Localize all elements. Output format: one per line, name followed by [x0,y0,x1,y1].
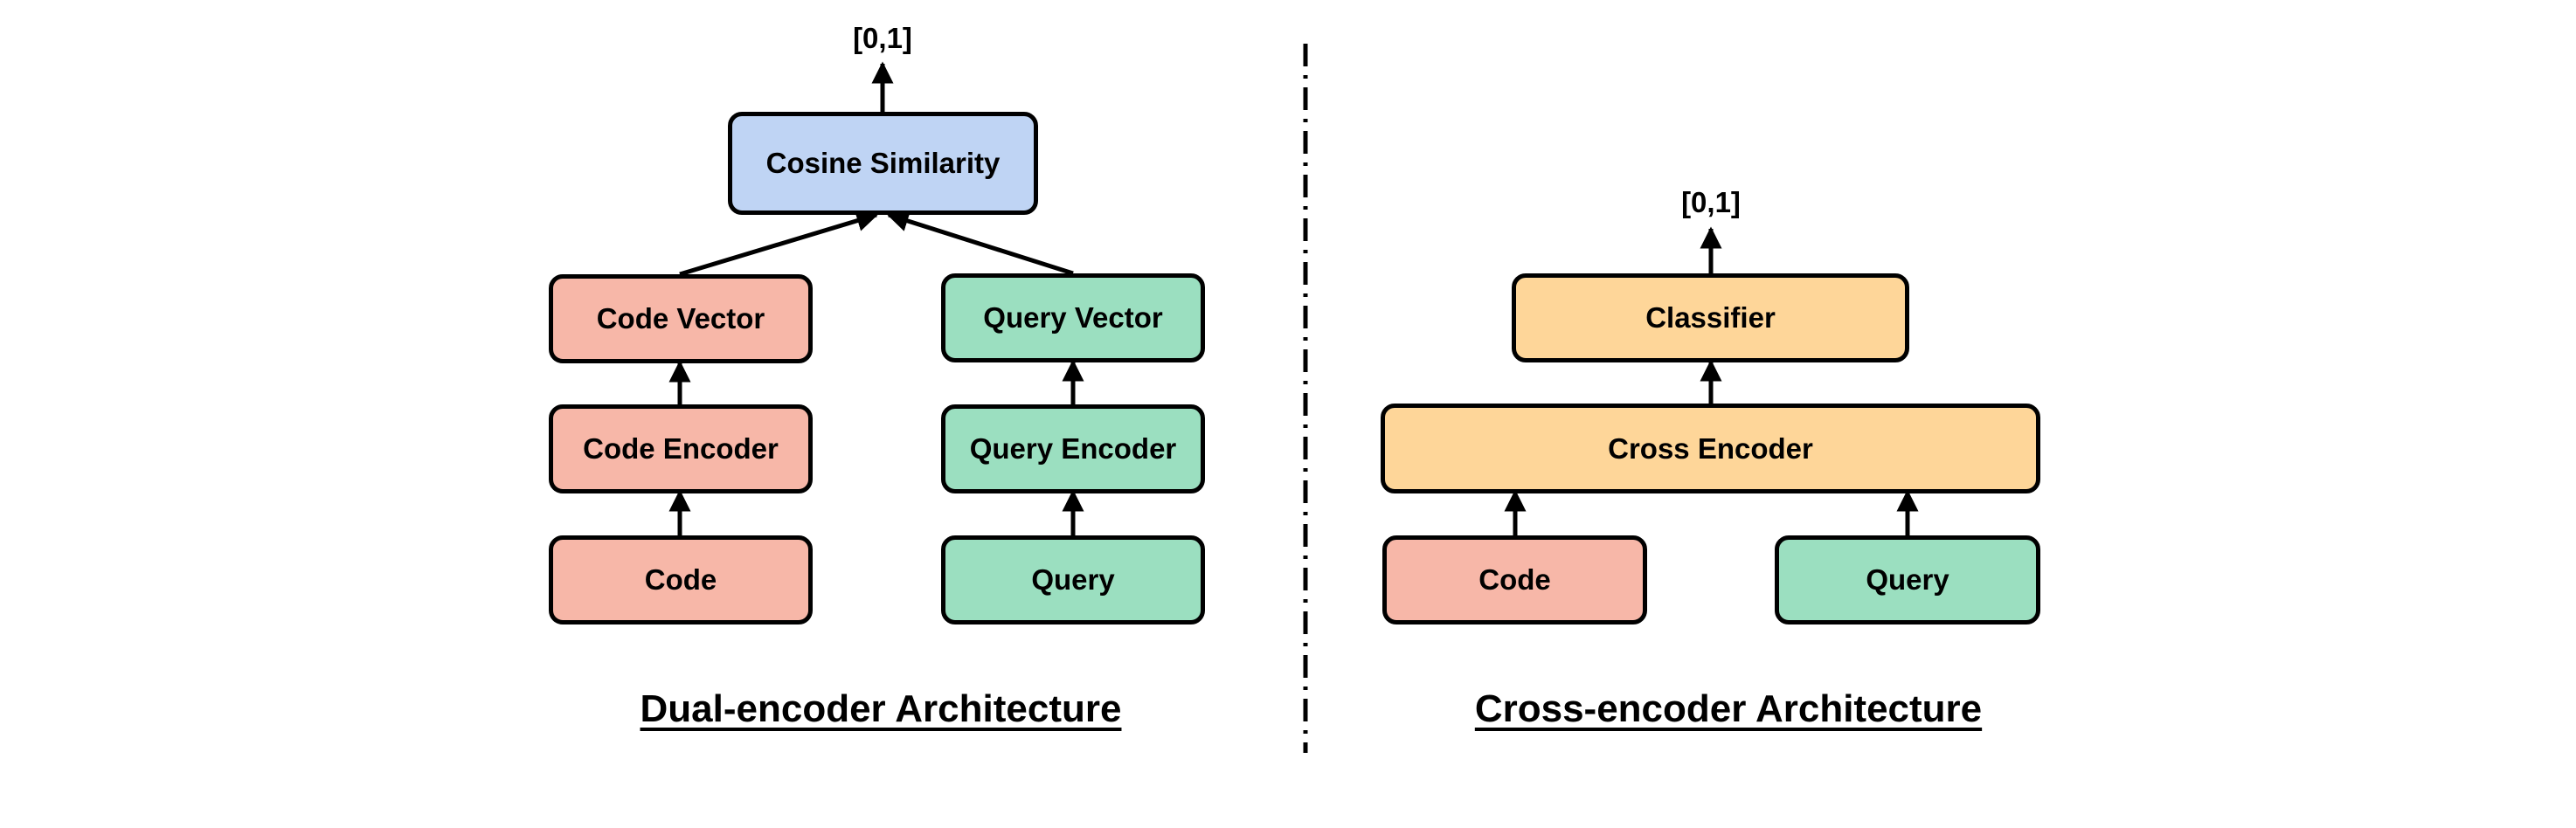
code-encoder-box: Code Encoder [549,404,813,493]
dual-output-label: [0,1] [853,22,912,54]
query-vector-box: Query Vector [941,273,1205,362]
cross-code-input-box: Code [1382,535,1647,624]
cross-encoder-caption: Cross-encoder Architecture [1474,687,1983,730]
arrow-code-vector-to-similarity [679,210,879,277]
code-vector-box: Code Vector [549,274,813,363]
dual-encoder-caption: Dual-encoder Architecture [640,687,1122,730]
query-input-box: Query [941,535,1205,624]
arrow-query-vector-to-similarity [886,210,1074,276]
query-encoder-box: Query Encoder [941,404,1205,493]
cross-output-label: [0,1] [1681,186,1741,218]
cross-encoder-box: Cross Encoder [1381,404,2040,493]
code-input-box: Code [549,535,813,624]
cross-query-input-box: Query [1775,535,2040,624]
classifier-box: Classifier [1512,273,1909,362]
cosine-similarity-box: Cosine Similarity [728,112,1038,215]
